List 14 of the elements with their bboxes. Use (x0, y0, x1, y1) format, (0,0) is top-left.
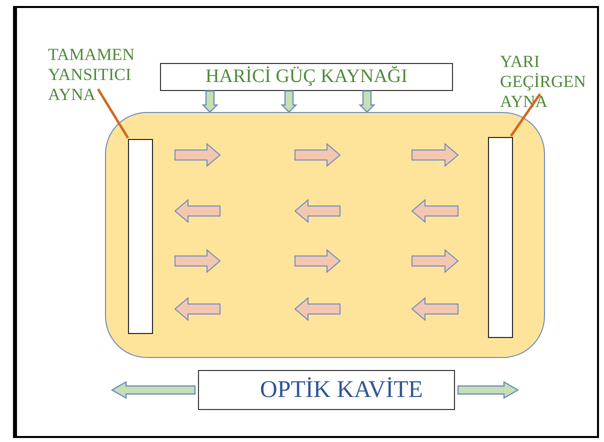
title-box (198, 370, 455, 410)
box-label: OPTİK KAVİTE (260, 376, 423, 404)
leader-line (96, 88, 130, 139)
power-source-box (160, 63, 453, 91)
box-label: HARİCİ GÜÇ KAYNAĞI (206, 66, 408, 88)
arrow (110, 380, 196, 400)
arrow (358, 90, 376, 113)
mirror-bar (128, 139, 153, 334)
mirror-label: TAMAMEN YANSITICI AYNA (48, 45, 148, 107)
arrow (202, 90, 218, 113)
cavity-box (105, 112, 545, 358)
arrow (457, 380, 520, 400)
arrow (280, 90, 298, 113)
mirror-bar (488, 137, 513, 338)
